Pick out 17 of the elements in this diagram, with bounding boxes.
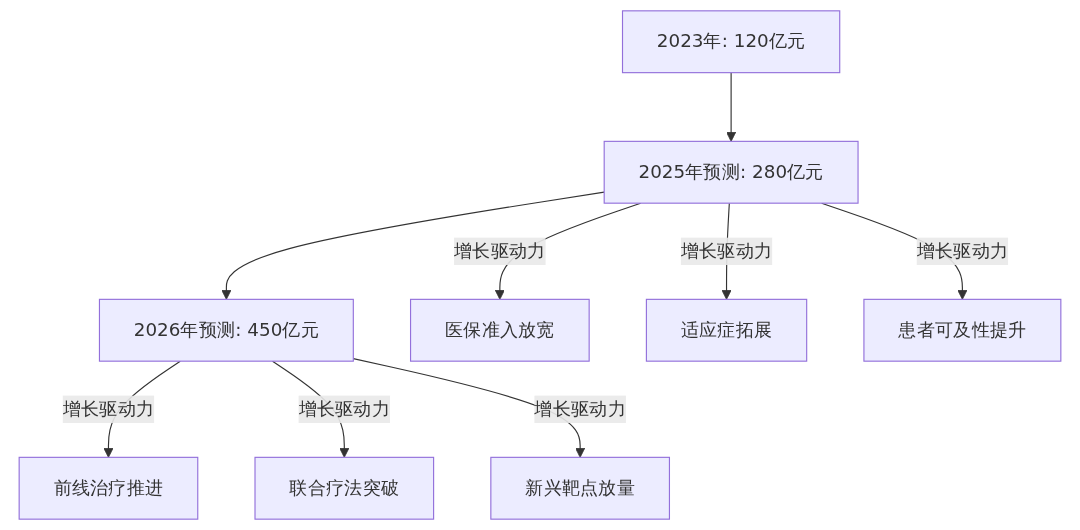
node-box: 患者可及性提升: [863, 298, 1062, 362]
node-box: 2023年: 120亿元: [621, 10, 841, 74]
edge-label: 增长驱动力: [298, 397, 391, 420]
node-box: 联合疗法突破: [254, 456, 435, 520]
node-box: 2025年预测: 280亿元: [603, 140, 859, 204]
node-box: 适应症拓展: [645, 298, 808, 362]
edge-label: 增长驱动力: [680, 239, 773, 262]
arrow: [221, 191, 605, 300]
node-box: 新兴靶点放量: [490, 456, 671, 520]
node-box: 2026年预测: 450亿元: [98, 298, 354, 362]
node-box: 医保准入放宽: [410, 298, 590, 362]
edge-label: 增长驱动力: [62, 397, 155, 420]
node-box: 前线治疗推进: [18, 456, 199, 520]
edge-label: 增长驱动力: [534, 397, 626, 420]
edge-label: 增长驱动力: [916, 239, 1009, 262]
edge-label: 增长驱动力: [454, 239, 546, 262]
arrow: [726, 72, 737, 142]
